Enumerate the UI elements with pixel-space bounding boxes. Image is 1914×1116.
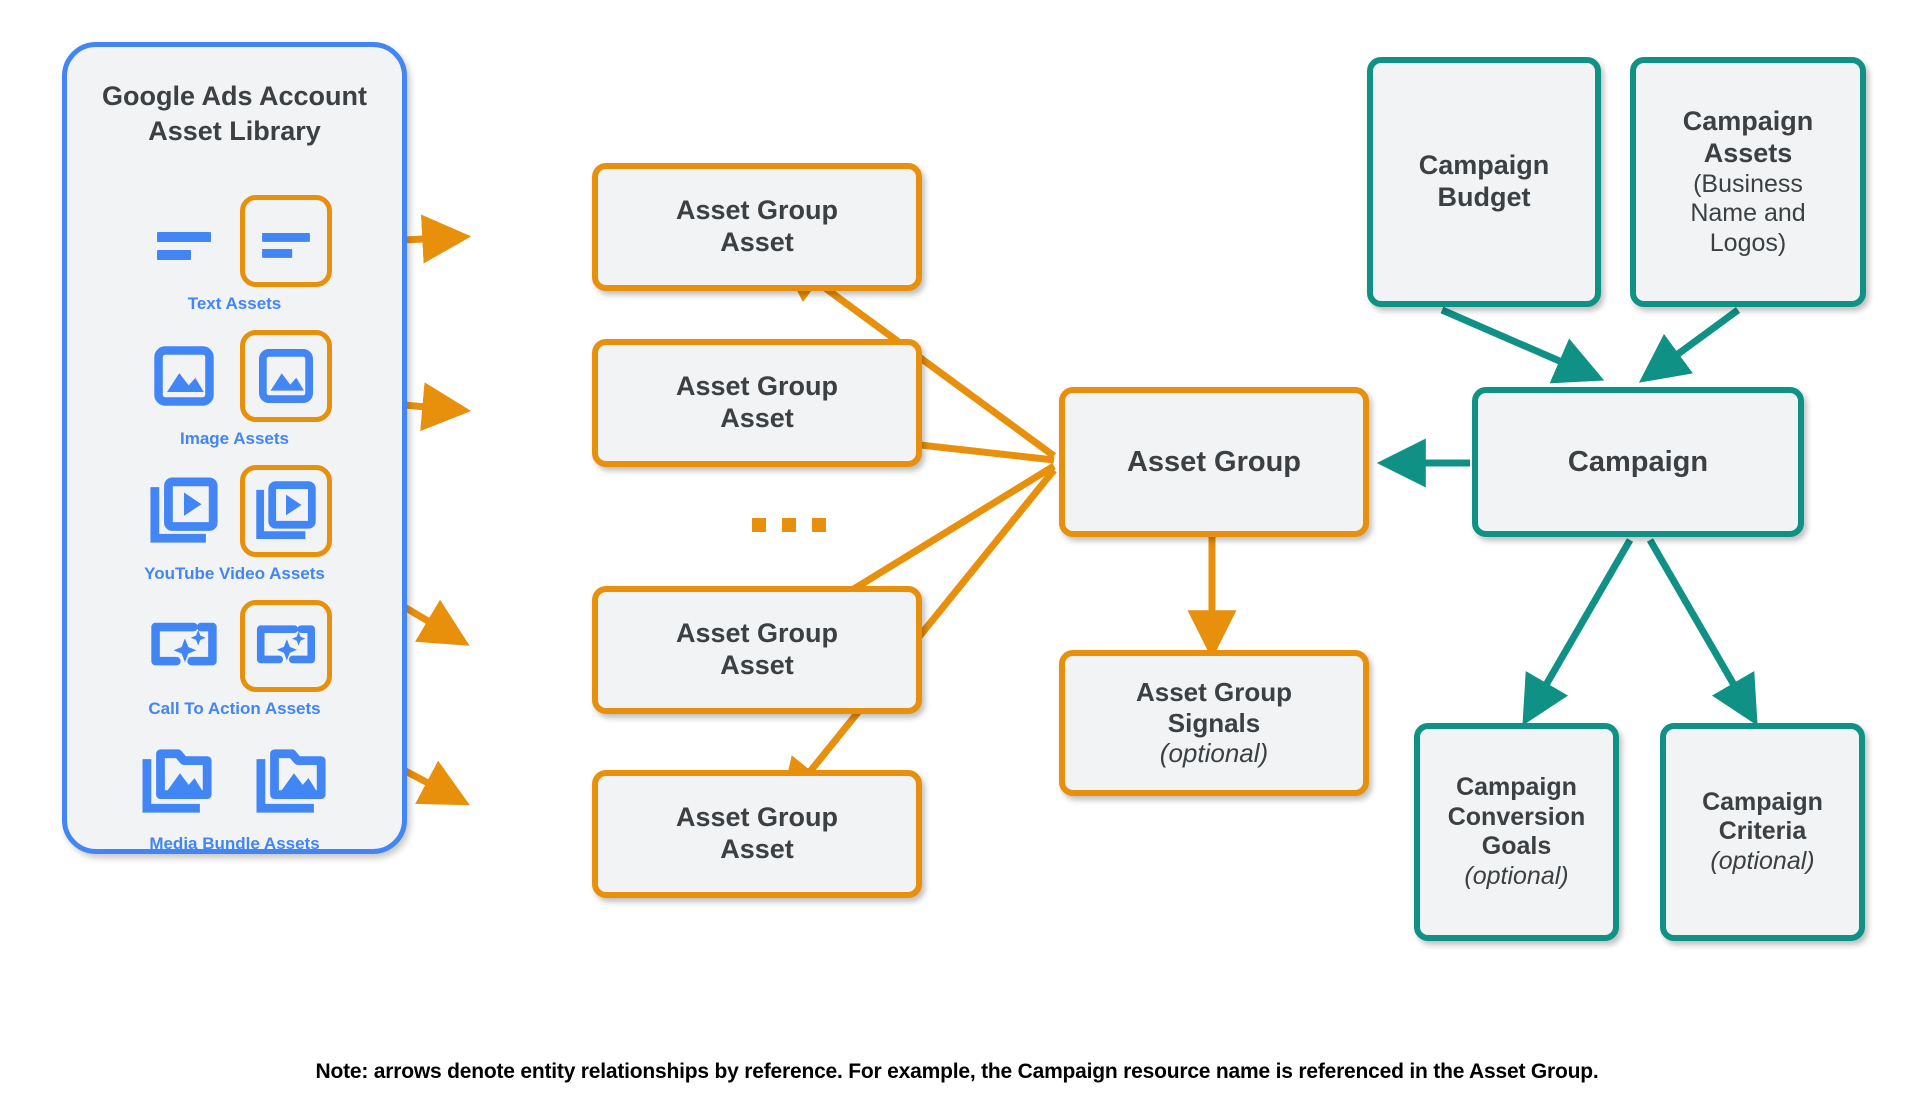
aga2-line2: Asset bbox=[720, 403, 794, 433]
ellipsis-indicator bbox=[752, 518, 826, 532]
campaign-conversion-goals-box[interactable]: Campaign Conversion Goals (optional) bbox=[1414, 723, 1619, 941]
text-asset-icon bbox=[138, 195, 230, 287]
call-to-action-asset-icon bbox=[138, 600, 230, 692]
ags-line1: Asset Group bbox=[1135, 676, 1293, 707]
asset-group-asset-box-2[interactable]: Asset Group Asset bbox=[592, 339, 922, 467]
text-asset-icon-highlighted[interactable] bbox=[239, 195, 332, 287]
asset-label-media-bundle: Media Bundle Assets bbox=[149, 834, 320, 853]
image-asset-icon bbox=[138, 330, 230, 422]
criteria-line2: Criteria bbox=[1718, 817, 1807, 846]
edge-campaign-assets-to-campaign bbox=[1638, 307, 1741, 383]
ccg-optional: (optional) bbox=[1464, 861, 1569, 890]
criteria-line1: Campaign bbox=[1702, 787, 1823, 816]
ccg-line2: Conversion bbox=[1447, 802, 1586, 831]
campaign-box[interactable]: Campaign bbox=[1472, 387, 1804, 537]
asset-label-text: Text Assets bbox=[187, 294, 282, 313]
asset-group-label: Asset Group bbox=[1126, 445, 1302, 478]
video-asset-icon-highlighted[interactable] bbox=[239, 465, 332, 557]
asset-row-text: Text Assets bbox=[67, 195, 402, 314]
asset-library-card: Google Ads Account Asset Library bbox=[62, 42, 407, 854]
ellipsis-dot-3 bbox=[812, 518, 826, 532]
campaign-assets-line1: Campaign bbox=[1682, 105, 1814, 136]
media-bundle-asset-icon-2 bbox=[246, 735, 338, 827]
campaign-budget-box[interactable]: Campaign Budget bbox=[1367, 57, 1601, 307]
ellipsis-dot-2 bbox=[782, 518, 796, 532]
edge-budget-to-campaign bbox=[1440, 306, 1605, 384]
ccg-line3: Goals bbox=[1481, 832, 1552, 860]
asset-group-asset-box-1[interactable]: Asset Group Asset bbox=[592, 163, 922, 291]
call-to-action-asset-icon-highlighted[interactable] bbox=[239, 600, 332, 692]
asset-row-cta: Call To Action Assets bbox=[67, 600, 402, 719]
budget-line1: Campaign bbox=[1418, 150, 1550, 181]
aga1-line2: Asset bbox=[720, 227, 794, 257]
video-asset-icon bbox=[138, 465, 230, 557]
budget-line2: Budget bbox=[1437, 182, 1531, 212]
campaign-assets-sub3: Logos) bbox=[1709, 228, 1787, 257]
ags-optional: (optional) bbox=[1159, 738, 1269, 769]
footer-note: Note: arrows denote entity relationships… bbox=[315, 1060, 1599, 1083]
criteria-optional: (optional) bbox=[1710, 846, 1815, 875]
asset-label-cta: Call To Action Assets bbox=[148, 699, 321, 718]
asset-row-video: YouTube Video Assets bbox=[67, 465, 402, 584]
asset-group-signals-box[interactable]: Asset Group Signals (optional) bbox=[1059, 650, 1369, 796]
ags-line2: Signals bbox=[1167, 707, 1261, 738]
campaign-outbound-edges bbox=[1522, 538, 1758, 726]
ellipsis-dot-1 bbox=[752, 518, 766, 532]
media-bundle-asset-icon bbox=[132, 735, 224, 827]
asset-label-image: Image Assets bbox=[180, 429, 289, 448]
edge-campaign-to-criteria bbox=[1646, 538, 1758, 726]
aga4-line1: Asset Group bbox=[675, 802, 839, 833]
aga3-line1: Asset Group bbox=[675, 618, 839, 649]
campaign-assets-box[interactable]: Campaign Assets (Business Name and Logos… bbox=[1630, 57, 1866, 307]
aga1-line1: Asset Group bbox=[675, 195, 839, 226]
campaign-criteria-box[interactable]: Campaign Criteria (optional) bbox=[1660, 723, 1865, 941]
image-asset-icon-highlighted[interactable] bbox=[239, 330, 332, 422]
edge-campaign-to-conversion-goals bbox=[1522, 538, 1634, 726]
asset-row-media-bundle: Media Bundle Assets bbox=[67, 735, 402, 854]
campaign-assets-sub1: (Business bbox=[1693, 169, 1803, 198]
aga3-line2: Asset bbox=[720, 650, 794, 680]
asset-group-box[interactable]: Asset Group bbox=[1059, 387, 1369, 537]
asset-group-asset-box-3[interactable]: Asset Group Asset bbox=[592, 586, 922, 714]
campaign-label: Campaign bbox=[1567, 445, 1709, 478]
asset-label-video: YouTube Video Assets bbox=[144, 564, 325, 583]
asset-row-image: Image Assets bbox=[67, 330, 402, 449]
library-title-line1: Google Ads Account bbox=[101, 81, 367, 111]
asset-group-asset-box-4[interactable]: Asset Group Asset bbox=[592, 770, 922, 898]
campaign-assets-sub2: Name and bbox=[1690, 199, 1806, 228]
library-title-line2: Asset Library bbox=[148, 115, 321, 146]
aga2-line1: Asset Group bbox=[675, 371, 839, 402]
library-title: Google Ads Account Asset Library bbox=[67, 79, 402, 148]
campaign-assets-line2: Assets bbox=[1703, 137, 1793, 168]
ccg-line1: Campaign bbox=[1456, 773, 1577, 801]
aga4-line2: Asset bbox=[720, 834, 794, 864]
campaign-inbound-edges bbox=[1440, 306, 1741, 384]
